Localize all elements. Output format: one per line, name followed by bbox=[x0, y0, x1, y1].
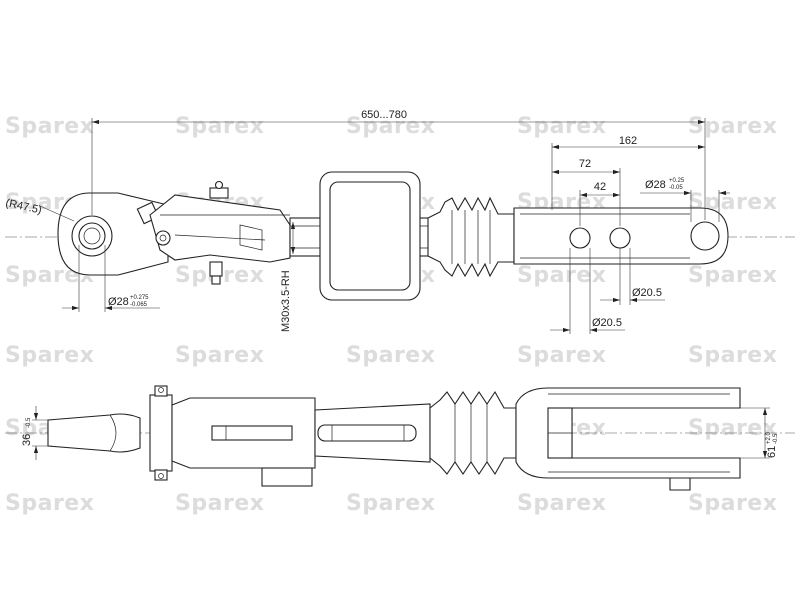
dim-hole-upper: Ø20.5 bbox=[632, 287, 662, 299]
watermark: Sparex bbox=[517, 343, 606, 368]
watermark: Sparex bbox=[5, 343, 94, 368]
dim-hole-lower: Ø20.5 bbox=[592, 317, 622, 329]
watermark: Sparex bbox=[517, 263, 606, 288]
dim-end-bore: Ø28 bbox=[645, 179, 666, 191]
dim-line-radius bbox=[39, 205, 75, 222]
watermark: Sparex bbox=[688, 343, 777, 368]
dim-pin-spacing-inner: 42 bbox=[594, 181, 606, 193]
watermark: Sparex bbox=[688, 491, 777, 516]
top-dimensions: 650...780 162 72 42 Ø28 +0.25 -0.05 (R47… bbox=[4, 109, 730, 334]
dim-ball-bore-tol-upper: +0.275 bbox=[130, 295, 149, 301]
watermark: Sparex bbox=[346, 491, 435, 516]
watermark: Sparex bbox=[346, 114, 435, 139]
handle-bail bbox=[319, 171, 421, 301]
lever-body bbox=[149, 180, 291, 285]
dim-ball-bore: Ø28 bbox=[108, 296, 129, 308]
body-side bbox=[171, 397, 431, 487]
dim-fork-gap: 61 bbox=[766, 446, 778, 458]
dim-pin-to-end: 162 bbox=[619, 135, 637, 147]
fork-end bbox=[515, 387, 741, 491]
watermark: Sparex bbox=[175, 343, 264, 368]
watermark: Sparex bbox=[175, 491, 264, 516]
watermark: Sparex bbox=[5, 491, 94, 516]
dim-ball-width-tol: -0.5 bbox=[26, 417, 32, 428]
ball-end bbox=[57, 192, 169, 276]
dim-overall-length: 650...780 bbox=[361, 109, 407, 121]
bellows-side bbox=[429, 390, 517, 476]
dim-ball-bore-tol-lower: -0.065 bbox=[130, 302, 148, 308]
watermark: Sparex bbox=[175, 114, 264, 139]
bottom-view: 36 -0.5 61 +2.0 -0.5 bbox=[5, 385, 795, 491]
watermark: Sparex bbox=[688, 114, 777, 139]
dim-end-bore-tol-lower: -0.05 bbox=[669, 185, 683, 191]
watermark: Sparex bbox=[346, 343, 435, 368]
watermark: Sparex bbox=[517, 114, 606, 139]
dim-thread: M30x3.5-RH bbox=[280, 270, 292, 332]
dim-ball-width: 36 bbox=[21, 434, 33, 446]
dim-pin-spacing-outer: 72 bbox=[579, 158, 591, 170]
dim-fork-gap-tol-upper: +2.0 bbox=[766, 431, 772, 444]
watermark: Sparex bbox=[517, 491, 606, 516]
watermark: Sparex bbox=[688, 416, 777, 441]
bellows bbox=[427, 196, 515, 278]
dim-end-bore-tol-upper: +0.25 bbox=[669, 178, 685, 184]
ball-end-side bbox=[47, 385, 173, 481]
watermark: Sparex bbox=[5, 114, 94, 139]
top-view: 650...780 162 72 42 Ø28 +0.25 -0.05 (R47… bbox=[4, 109, 795, 334]
dim-fork-gap-tol-lower: -0.5 bbox=[773, 433, 779, 444]
watermark: Sparex bbox=[688, 263, 777, 288]
slide-end bbox=[513, 207, 729, 265]
bottom-dimensions: 36 -0.5 61 +2.0 -0.5 bbox=[21, 406, 779, 460]
